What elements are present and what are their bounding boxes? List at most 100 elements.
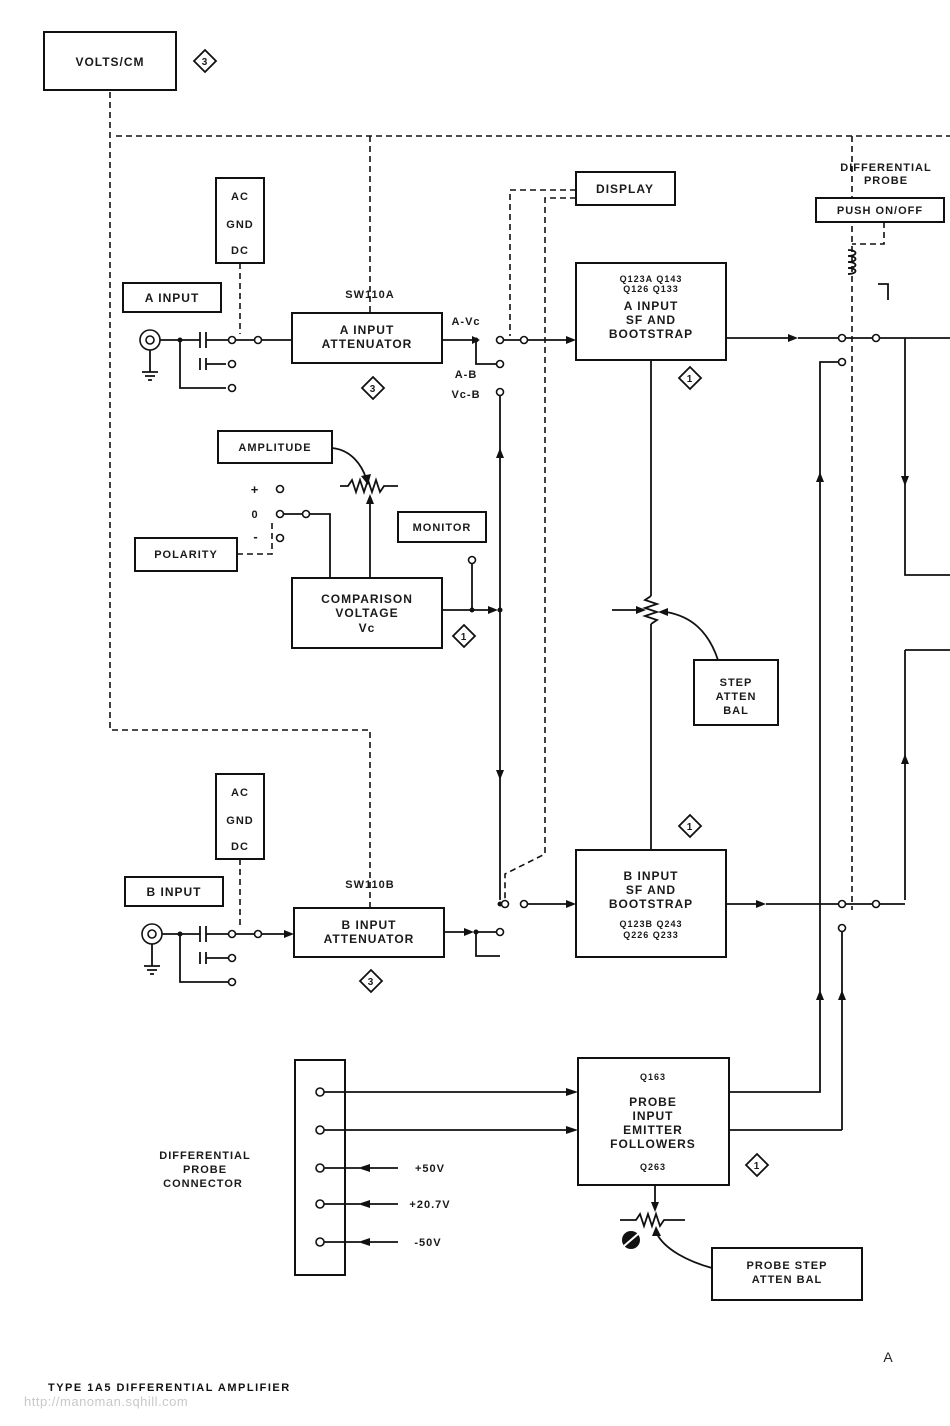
polarity-link bbox=[237, 520, 273, 555]
probe-ef-q-bottom: Q263 bbox=[640, 1162, 666, 1172]
display-box bbox=[575, 171, 676, 206]
push-on-off-label: PUSH ON/OFF bbox=[837, 205, 923, 217]
probe-step-atten-bal-box bbox=[711, 1247, 863, 1301]
diff-probe-conn-label-3: CONNECTOR bbox=[163, 1178, 243, 1190]
probe-a-return bbox=[819, 361, 838, 1000]
b-ac-label: AC bbox=[231, 787, 249, 799]
vc-minus-b-label: Vc-B bbox=[451, 389, 480, 401]
step-atten-label-2: ATTEN bbox=[716, 691, 757, 703]
b-attenuator-box bbox=[293, 907, 445, 958]
probe-step-atten-bal-potentiometer-icon bbox=[620, 1211, 685, 1229]
probe-ef-label-4: FOLLOWERS bbox=[610, 1137, 696, 1151]
amplitude-pointer bbox=[331, 447, 367, 479]
probe-step-label-2: ATTEN BAL bbox=[752, 1274, 823, 1286]
a-dc-wire bbox=[179, 340, 226, 389]
diff-probe-label-1: DIFFERENTIAL bbox=[840, 162, 931, 174]
ref-diamond-1-b: 1 bbox=[677, 813, 703, 839]
b-coupling-box bbox=[215, 773, 265, 860]
ref-diamond-3-top: 3 bbox=[192, 48, 218, 74]
a-attenuator-box bbox=[291, 312, 443, 364]
comparison-label-2: VOLTAGE bbox=[335, 606, 398, 620]
display-label: DISPLAY bbox=[596, 182, 654, 196]
b-input-label: B INPUT bbox=[147, 885, 202, 899]
a-sf-bootstrap-box bbox=[575, 262, 727, 361]
ref-diamond-1-a: 1 bbox=[677, 365, 703, 391]
diff-probe-conn-label-1: DIFFERENTIAL bbox=[159, 1150, 250, 1162]
display-link-b bbox=[504, 197, 576, 900]
step-atten-label-1: STEP bbox=[720, 677, 753, 689]
polarity-zero-label: 0 bbox=[251, 509, 258, 521]
a-atten-branch bbox=[475, 340, 496, 365]
probe-step-pointer bbox=[655, 1231, 713, 1269]
push-on-off-box bbox=[815, 197, 945, 223]
a-ac-label: AC bbox=[231, 191, 249, 203]
sw110b-label: SW110B bbox=[345, 879, 394, 891]
comparison-label-3: Vc bbox=[359, 621, 376, 635]
probe-ef-label-3: EMITTER bbox=[623, 1123, 683, 1137]
step-atten-label-3: BAL bbox=[723, 705, 749, 717]
b-sf-label-3: BOOTSTRAP bbox=[609, 897, 693, 911]
volts-cm-label: VOLTS/CM bbox=[75, 55, 144, 69]
a-sf-label-2: SF AND bbox=[626, 313, 676, 327]
svg-text:1: 1 bbox=[461, 632, 468, 643]
a-coupling-capacitor-icon bbox=[199, 332, 207, 348]
probe-ef-out-a bbox=[729, 1000, 821, 1093]
probe-screwdriver-slot bbox=[623, 1233, 639, 1247]
b-out-vertical bbox=[904, 649, 950, 900]
b-atten-label-1: B INPUT bbox=[342, 918, 397, 932]
b-sf-label-1: B INPUT bbox=[624, 869, 679, 883]
svg-text:1: 1 bbox=[754, 1161, 761, 1172]
step-atten-bal-potentiometer-icon bbox=[642, 595, 660, 625]
a-gnd-capacitor-icon bbox=[199, 358, 226, 370]
probe-step-label-1: PROBE STEP bbox=[747, 1260, 828, 1272]
minus-50v-label: -50V bbox=[414, 1237, 441, 1249]
ref-diamond-3-b: 3 bbox=[358, 968, 384, 994]
a-minus-b-label: A-B bbox=[455, 369, 478, 381]
a-minus-vc-label: A-Vc bbox=[451, 316, 480, 328]
amplitude-potentiometer-icon bbox=[340, 477, 398, 495]
amplitude-label: AMPLITUDE bbox=[238, 442, 311, 454]
b-sf-label-2: SF AND bbox=[626, 883, 676, 897]
svg-text:1: 1 bbox=[687, 822, 694, 833]
b-gnd-capacitor-icon bbox=[199, 952, 228, 964]
sw110a-label: SW110A bbox=[345, 289, 394, 301]
plus-20-7v-label: +20.7V bbox=[409, 1199, 450, 1211]
comparison-voltage-box bbox=[291, 577, 443, 649]
a-coupling-box bbox=[215, 177, 265, 264]
a-dc-label: DC bbox=[231, 245, 249, 257]
a-sf-label-3: BOOTSTRAP bbox=[609, 327, 693, 341]
step-atten-bal-box bbox=[693, 659, 779, 726]
polarity-switch-wire bbox=[284, 513, 331, 578]
footer-title: TYPE 1A5 DIFFERENTIAL AMPLIFIER bbox=[48, 1382, 291, 1394]
b-atten-branch bbox=[475, 931, 500, 957]
b-gnd-label: GND bbox=[226, 815, 253, 827]
probe-ef-q-top: Q163 bbox=[640, 1072, 666, 1082]
monitor-label: MONITOR bbox=[413, 522, 472, 534]
polarity-plus-label: + bbox=[251, 482, 260, 497]
b-atten-label-2: ATTENUATOR bbox=[324, 932, 415, 946]
probe-ef-box bbox=[577, 1057, 730, 1186]
a-sf-q-label-1: Q123A Q143 bbox=[620, 274, 683, 284]
b-dc-wire bbox=[179, 934, 228, 983]
b-sf-q-label-1: Q123B Q243 bbox=[619, 919, 682, 929]
ref-diamond-1-p: 1 bbox=[744, 1152, 770, 1178]
diff-probe-label-2: PROBE bbox=[864, 175, 908, 187]
a-sf-label-1: A INPUT bbox=[624, 299, 679, 313]
a-out-vertical bbox=[904, 338, 950, 576]
b-bnc-connector-icon bbox=[141, 923, 163, 975]
svg-text:1: 1 bbox=[687, 374, 694, 385]
a-gnd-label: GND bbox=[226, 219, 253, 231]
volts-cm-box bbox=[43, 31, 177, 91]
watermark-url: http://manoman.sqhill.com bbox=[24, 1394, 188, 1409]
plus-50v-label: +50V bbox=[415, 1163, 445, 1175]
probe-ef-label-2: INPUT bbox=[633, 1109, 674, 1123]
relay-coil-icon bbox=[847, 249, 889, 300]
a-input-label: A INPUT bbox=[145, 291, 200, 305]
ref-diamond-3-a: 3 bbox=[360, 375, 386, 401]
svg-text:3: 3 bbox=[202, 57, 209, 68]
b-sf-q-label-2: Q226 Q233 bbox=[623, 930, 679, 940]
a-atten-label-1: A INPUT bbox=[340, 323, 395, 337]
step-atten-bal-pointer bbox=[665, 611, 719, 661]
display-link-a bbox=[509, 189, 576, 336]
